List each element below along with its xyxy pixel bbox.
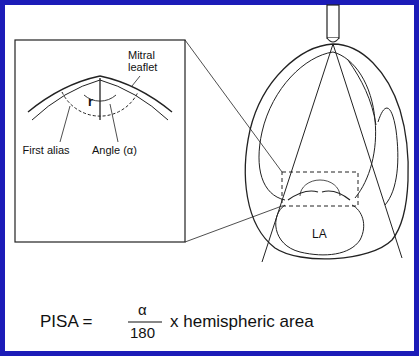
formula-text: PISA = (40, 313, 92, 331)
formula-denominator: 180 (130, 325, 155, 341)
chamber-label: LA (312, 228, 327, 241)
leaflet-label: Mitral leaflet (128, 50, 178, 73)
alias-label: First alias (22, 145, 70, 157)
radius-label: r (88, 95, 93, 109)
formula-text: x hemispheric area (170, 313, 314, 331)
formula-numerator: α (138, 302, 147, 318)
angle-label: Angle (α) (92, 145, 137, 157)
